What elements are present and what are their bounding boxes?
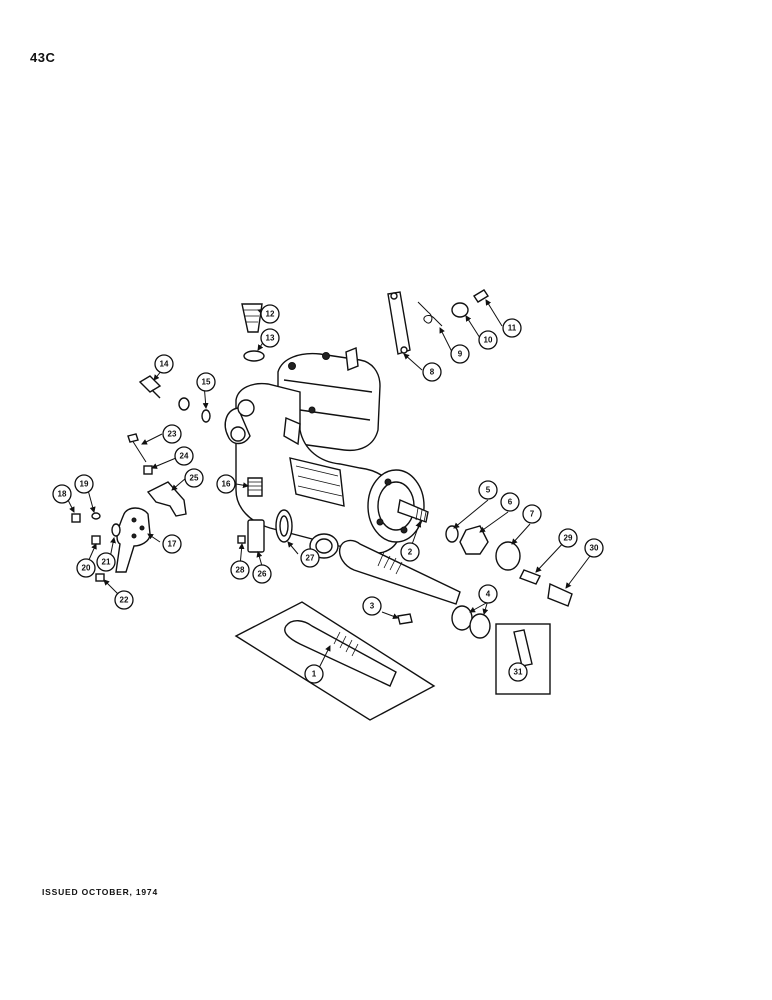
callout-23: 23 [162, 424, 182, 444]
svg-text:13: 13 [266, 334, 275, 343]
callout-13: 13 [260, 328, 280, 348]
callout-22: 22 [114, 590, 134, 610]
callout-11: 11 [502, 318, 522, 338]
part-5-washer [445, 525, 459, 543]
svg-text:15: 15 [202, 378, 211, 387]
page-code: 43C [30, 50, 56, 65]
svg-text:2: 2 [408, 548, 413, 557]
callout-28: 28 [230, 560, 250, 580]
shaft-inset-box [234, 601, 436, 721]
svg-text:10: 10 [484, 336, 493, 345]
part-22-screw [95, 573, 105, 582]
callout-5: 5 [478, 480, 498, 500]
svg-text:1: 1 [312, 670, 317, 679]
svg-text:16: 16 [222, 480, 231, 489]
svg-text:31: 31 [514, 668, 523, 677]
callout-30: 30 [584, 538, 604, 558]
part-19-washer [91, 512, 101, 520]
issued-date: ISSUED OCTOBER, 1974 [42, 887, 158, 897]
part-4-bearing [451, 605, 473, 631]
callout-24: 24 [174, 446, 194, 466]
callout-25: 25 [184, 468, 204, 488]
svg-text:22: 22 [120, 596, 129, 605]
part-30-bolt [547, 582, 573, 607]
callout-10: 10 [478, 330, 498, 350]
part-21-washer [111, 523, 121, 537]
callout-6: 6 [500, 492, 520, 512]
part-10-bushing [451, 302, 469, 318]
svg-text:5: 5 [486, 486, 491, 495]
svg-text:7: 7 [530, 510, 535, 519]
callout-31: 31 [508, 662, 528, 682]
svg-text:3: 3 [370, 602, 375, 611]
svg-text:30: 30 [590, 544, 599, 553]
callout-15: 15 [196, 372, 216, 392]
callout-8: 8 [422, 362, 442, 382]
part-24-nut [143, 465, 153, 475]
svg-text:19: 19 [80, 480, 89, 489]
part-15-washer [178, 397, 190, 411]
svg-text:23: 23 [168, 430, 177, 439]
part-29-spring [519, 569, 541, 585]
pump-body [224, 347, 429, 559]
part-8-link [387, 291, 411, 355]
callout-29: 29 [558, 528, 578, 548]
svg-text:29: 29 [564, 534, 573, 543]
part-28-screw [237, 535, 246, 544]
callout-17: 17 [162, 534, 182, 554]
callout-7: 7 [522, 504, 542, 524]
part-18-screw [71, 513, 81, 523]
callout-12: 12 [260, 304, 280, 324]
part-26-plate [247, 519, 265, 553]
svg-text:11: 11 [508, 324, 517, 333]
part-31-inset-box [495, 623, 551, 695]
svg-text:17: 17 [168, 540, 177, 549]
part-3-key [397, 613, 413, 625]
part-25-bracket [146, 481, 187, 517]
part-20-screw [91, 535, 101, 545]
svg-text:20: 20 [82, 564, 91, 573]
svg-text:18: 18 [58, 490, 67, 499]
part-23-screw [131, 439, 147, 463]
callout-19: 19 [74, 474, 94, 494]
callout-4: 4 [478, 584, 498, 604]
callout-27: 27 [300, 548, 320, 568]
part-11-screw [473, 289, 489, 303]
callout-16: 16 [216, 474, 236, 494]
part-9-spring [417, 301, 443, 327]
part-6-nut [459, 525, 489, 555]
callout-20: 20 [76, 558, 96, 578]
part-7-o-ring [495, 541, 521, 571]
callout-3: 3 [362, 596, 382, 616]
svg-text:9: 9 [458, 350, 463, 359]
callout-1: 1 [304, 664, 324, 684]
callout-14: 14 [154, 354, 174, 374]
part-13-o-ring [243, 350, 265, 362]
part-17-lever [115, 507, 151, 573]
svg-text:26: 26 [258, 570, 267, 579]
part-31-pin [513, 629, 533, 667]
svg-text:25: 25 [190, 474, 199, 483]
part-2-shaft [338, 539, 461, 605]
part-16-spring [247, 477, 263, 497]
callout-2: 2 [400, 542, 420, 562]
svg-text:24: 24 [180, 452, 189, 461]
callout-21: 21 [96, 552, 116, 572]
svg-text:4: 4 [486, 590, 491, 599]
svg-text:14: 14 [160, 360, 169, 369]
svg-text:12: 12 [266, 310, 275, 319]
callout-26: 26 [252, 564, 272, 584]
part-12-fitting [241, 303, 263, 333]
svg-text:21: 21 [102, 558, 111, 567]
part-1-shaft [284, 620, 397, 687]
svg-text:8: 8 [430, 368, 435, 377]
callout-9: 9 [450, 344, 470, 364]
svg-text:28: 28 [236, 566, 245, 575]
part-14-bolt [138, 375, 162, 393]
callout-18: 18 [52, 484, 72, 504]
svg-text:6: 6 [508, 498, 513, 507]
svg-text:27: 27 [306, 554, 315, 563]
